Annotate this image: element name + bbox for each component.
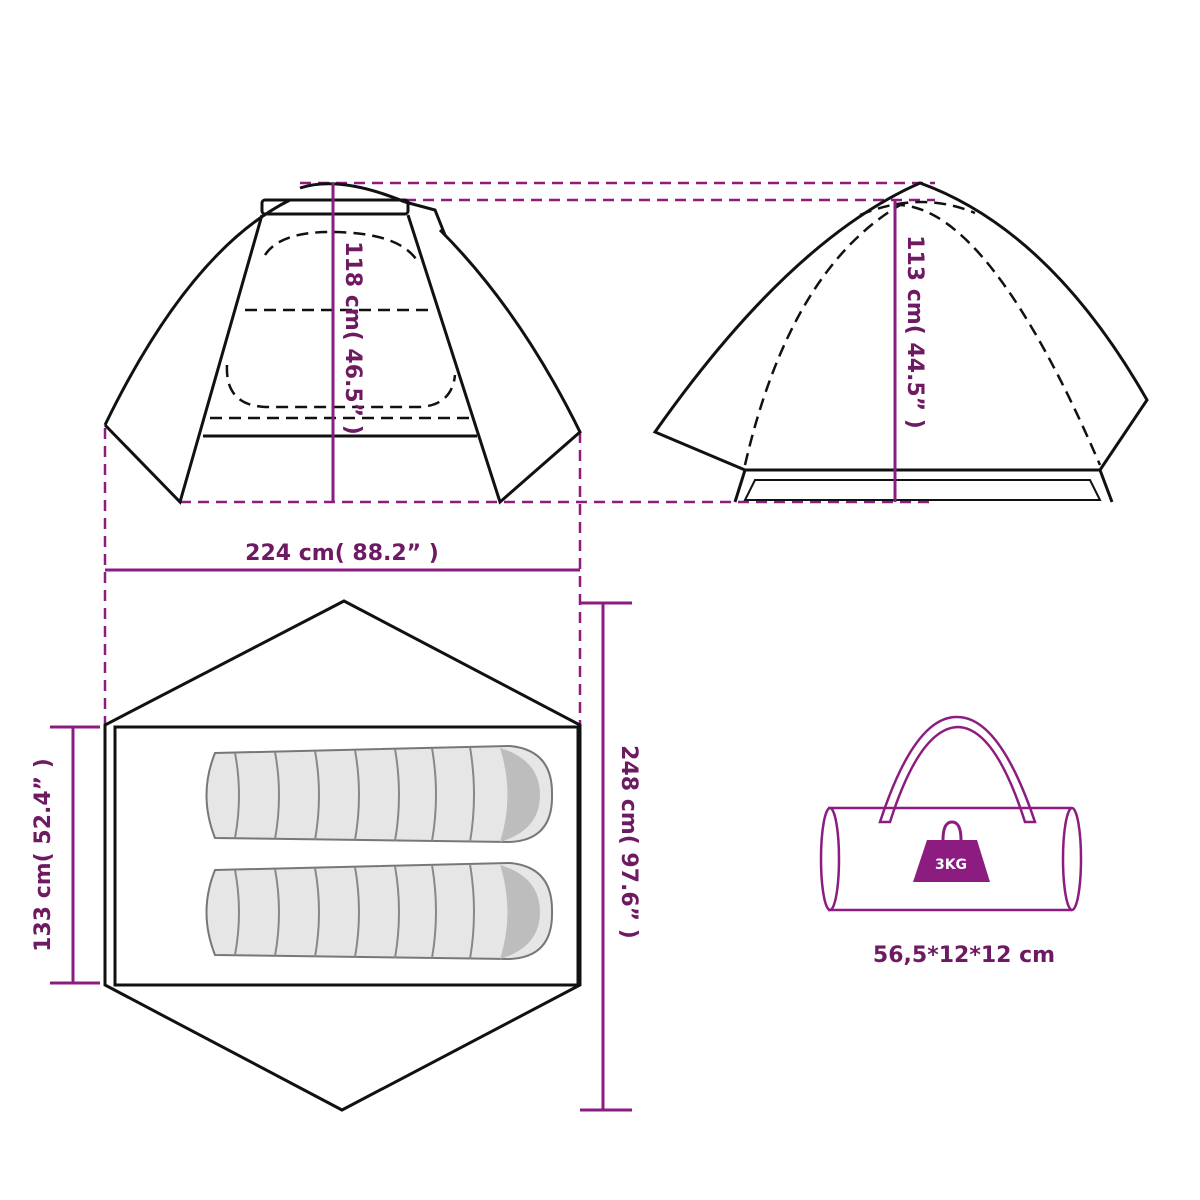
sleeping-bag	[205, 744, 554, 844]
length-label: 248 cm( 97.6” )	[616, 745, 641, 939]
carry-bag-icon: 3KG	[819, 715, 1083, 912]
floor-width-label: 133 cm( 52.4” )	[31, 758, 56, 952]
tent-floor-plan	[103, 599, 582, 1112]
front-height-label: 118 cm( 46.5” )	[340, 241, 365, 435]
front-height-measure: 118 cm( 46.5” )	[331, 183, 365, 502]
side-height-label: 113 cm( 44.5” )	[902, 235, 927, 429]
guide-lines	[103, 181, 935, 725]
weight-label: 3KG	[935, 857, 967, 873]
sleeping-bag	[205, 861, 554, 961]
tent-front-view	[103, 182, 582, 505]
floor-width-measure: 133 cm( 52.4” )	[31, 725, 100, 985]
package-size-label: 56,5*12*12 cm	[873, 943, 1055, 968]
width-label: 224 cm( 88.2” )	[245, 541, 439, 566]
weight-icon: 3KG	[913, 820, 990, 882]
tent-side-view	[652, 181, 1149, 503]
length-measure: 248 cm( 97.6” )	[580, 601, 641, 1112]
side-height-measure: 113 cm( 44.5” )	[893, 200, 927, 502]
width-measure: 224 cm( 88.2” )	[105, 541, 580, 572]
